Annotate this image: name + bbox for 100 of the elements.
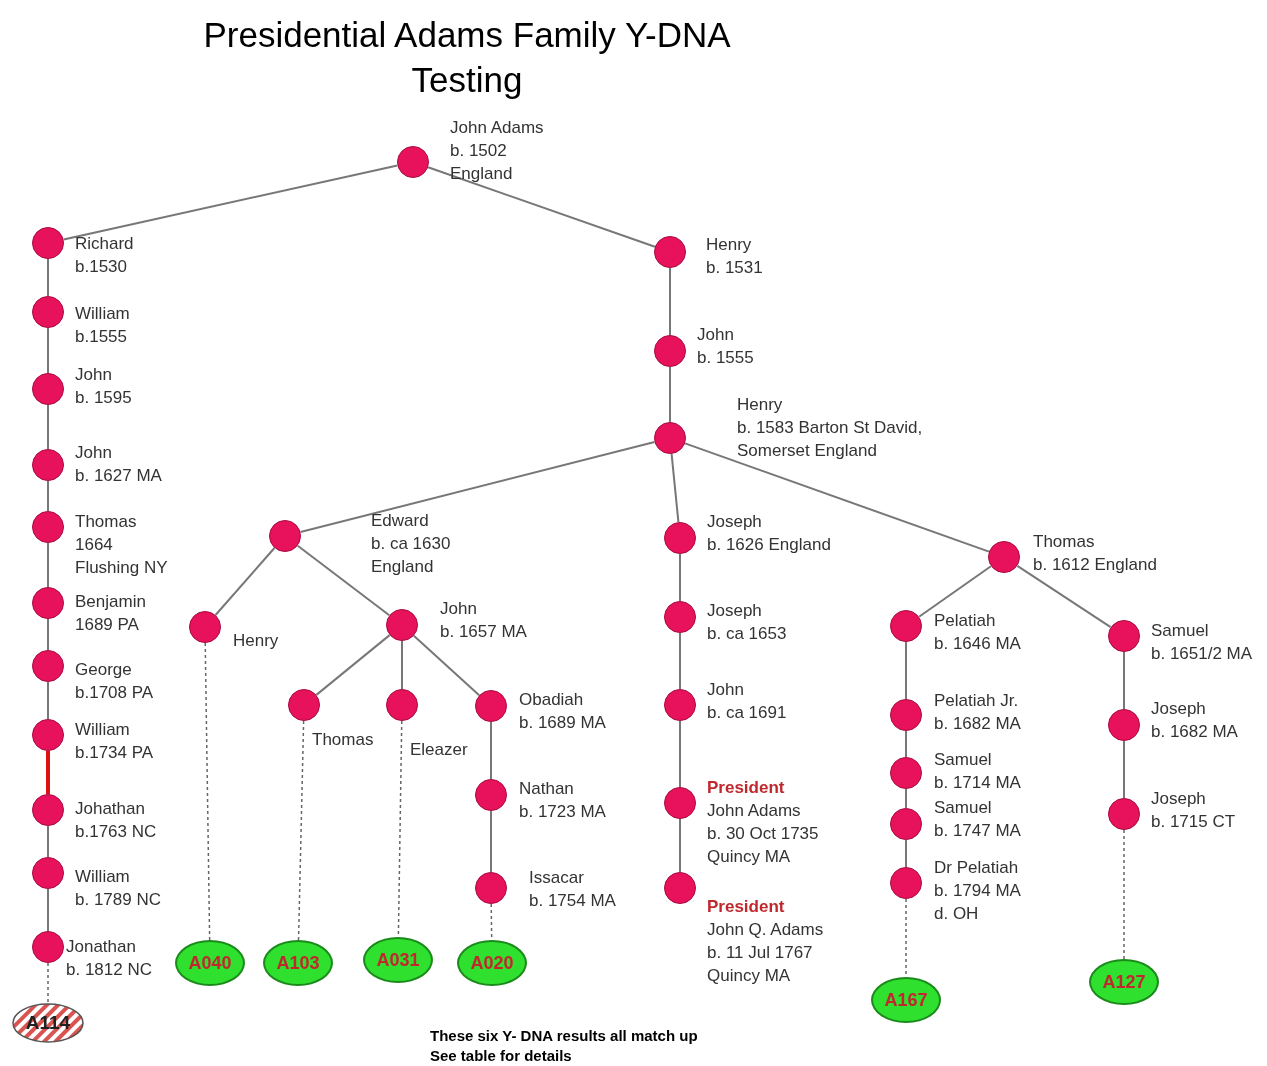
test-result-oval: A020 bbox=[457, 940, 527, 986]
lineage-line bbox=[679, 632, 681, 690]
person-label: b. 1531 bbox=[706, 257, 763, 279]
person-label: b. ca 1630 bbox=[371, 533, 451, 555]
test-result-oval: A127 bbox=[1089, 959, 1159, 1005]
diagram-title: Presidential Adams Family Y-DNA Testing bbox=[202, 14, 732, 101]
lineage-line bbox=[427, 166, 656, 248]
person-label: John Adams bbox=[450, 117, 544, 139]
lineage-line bbox=[684, 442, 990, 553]
lineage-line bbox=[905, 730, 907, 758]
person-label: b. 30 Oct 1735 bbox=[707, 823, 819, 845]
person-label: Thomas bbox=[312, 729, 374, 751]
dashed-line bbox=[297, 720, 305, 941]
lineage-line bbox=[905, 788, 907, 809]
person-label: b.1708 PA bbox=[75, 682, 154, 704]
person-label: b. 1555 bbox=[697, 347, 754, 369]
person-label: Samuel bbox=[934, 749, 993, 771]
person-label: Edward bbox=[371, 510, 430, 532]
person-label: b. 1794 MA bbox=[934, 880, 1021, 902]
person-label: Obadiah bbox=[519, 689, 585, 711]
person-label: b. 1682 MA bbox=[1151, 721, 1238, 743]
test-result-oval: A167 bbox=[871, 977, 941, 1023]
person-label: John bbox=[697, 324, 735, 346]
person-label: Henry bbox=[706, 234, 753, 256]
person-label: b. 1789 NC bbox=[75, 889, 161, 911]
lineage-line bbox=[679, 720, 681, 788]
lineage-line bbox=[47, 681, 49, 720]
person-label: Quincy MA bbox=[707, 846, 792, 868]
person-label: George bbox=[75, 659, 133, 681]
person-label: b. 1754 MA bbox=[529, 890, 616, 912]
person-label: b.1763 NC bbox=[75, 821, 157, 843]
lineage-line bbox=[299, 440, 656, 534]
person-label: 1689 PA bbox=[75, 614, 140, 636]
lineage-line bbox=[670, 452, 680, 524]
lineage-line bbox=[62, 164, 399, 241]
lineage-line bbox=[47, 542, 49, 588]
test-result-oval: A040 bbox=[175, 940, 245, 986]
lineage-line bbox=[412, 634, 481, 697]
lineage-line bbox=[214, 547, 276, 616]
person-label: b. 1689 MA bbox=[519, 712, 606, 734]
lineage-line bbox=[1123, 740, 1125, 799]
person-label: John bbox=[440, 598, 478, 620]
test-result-oval: A103 bbox=[263, 940, 333, 986]
person-label: John bbox=[75, 442, 113, 464]
person-label: d. OH bbox=[934, 903, 980, 925]
lineage-line bbox=[1016, 564, 1112, 629]
lineage-line bbox=[47, 618, 49, 651]
person-label: William bbox=[75, 866, 131, 888]
dashed-line bbox=[204, 642, 211, 941]
person-label: Nathan bbox=[519, 778, 575, 800]
person-label: b. 1612 England bbox=[1033, 554, 1157, 576]
lineage-line bbox=[46, 751, 50, 794]
person-label: William bbox=[75, 303, 130, 325]
lineage-line bbox=[669, 267, 671, 336]
person-label: Thomas bbox=[75, 511, 138, 533]
person-label: Joseph bbox=[707, 511, 763, 533]
person-label: b. 1627 MA bbox=[75, 465, 162, 487]
person-label: John bbox=[75, 364, 113, 386]
person-label: Joseph bbox=[1151, 698, 1207, 720]
lineage-line bbox=[401, 640, 403, 690]
lineage-line bbox=[905, 641, 907, 700]
test-result-oval: A031 bbox=[363, 937, 433, 983]
person-label: b. 1714 MA bbox=[934, 772, 1021, 794]
lineage-line bbox=[1123, 651, 1125, 710]
person-label: Benjamin bbox=[75, 591, 146, 613]
person-label: b. 1651/2 MA bbox=[1151, 643, 1253, 665]
person-label: John bbox=[707, 679, 745, 701]
person-label: Pelatiah bbox=[934, 610, 997, 632]
person-label: b. 1583 Barton St David, Somerset England bbox=[737, 417, 924, 462]
lineage-line bbox=[47, 327, 49, 374]
person-label: Richard bbox=[75, 233, 134, 255]
person-label: b. ca 1691 bbox=[707, 702, 787, 724]
person-label: b. 1723 MA bbox=[519, 801, 606, 823]
lineage-line bbox=[679, 553, 681, 602]
lineage-line bbox=[490, 721, 492, 780]
lineage-line bbox=[918, 565, 992, 618]
test-result-oval: A114 bbox=[12, 1003, 84, 1043]
person-label: Johathan bbox=[75, 798, 146, 820]
person-label: 1664 bbox=[75, 534, 114, 556]
lineage-line bbox=[47, 888, 49, 932]
lineage-line bbox=[47, 404, 49, 450]
lineage-line bbox=[296, 544, 391, 617]
person-label: England bbox=[371, 556, 435, 578]
note-text: See table for details bbox=[430, 1046, 573, 1066]
person-label: Joseph bbox=[707, 600, 763, 622]
person-label: b. 1715 CT bbox=[1151, 811, 1236, 833]
person-label: b. 1502 bbox=[450, 140, 508, 162]
lineage-line bbox=[669, 366, 671, 423]
person-label: Henry bbox=[737, 394, 784, 416]
person-label: b. 1812 NC bbox=[66, 959, 152, 981]
person-label: England bbox=[450, 163, 514, 185]
person-label: b. ca 1653 bbox=[707, 623, 787, 645]
lineage-line bbox=[47, 258, 49, 297]
person-label: b. 1682 MA bbox=[934, 713, 1021, 735]
person-label: Samuel bbox=[1151, 620, 1210, 642]
person-label: Thomas bbox=[1033, 531, 1096, 553]
person-label: Dr Pelatiah bbox=[934, 857, 1020, 879]
person-label: William bbox=[75, 719, 131, 741]
person-label: b.1734 PA bbox=[75, 742, 154, 764]
person-label: Issacar bbox=[529, 867, 585, 889]
